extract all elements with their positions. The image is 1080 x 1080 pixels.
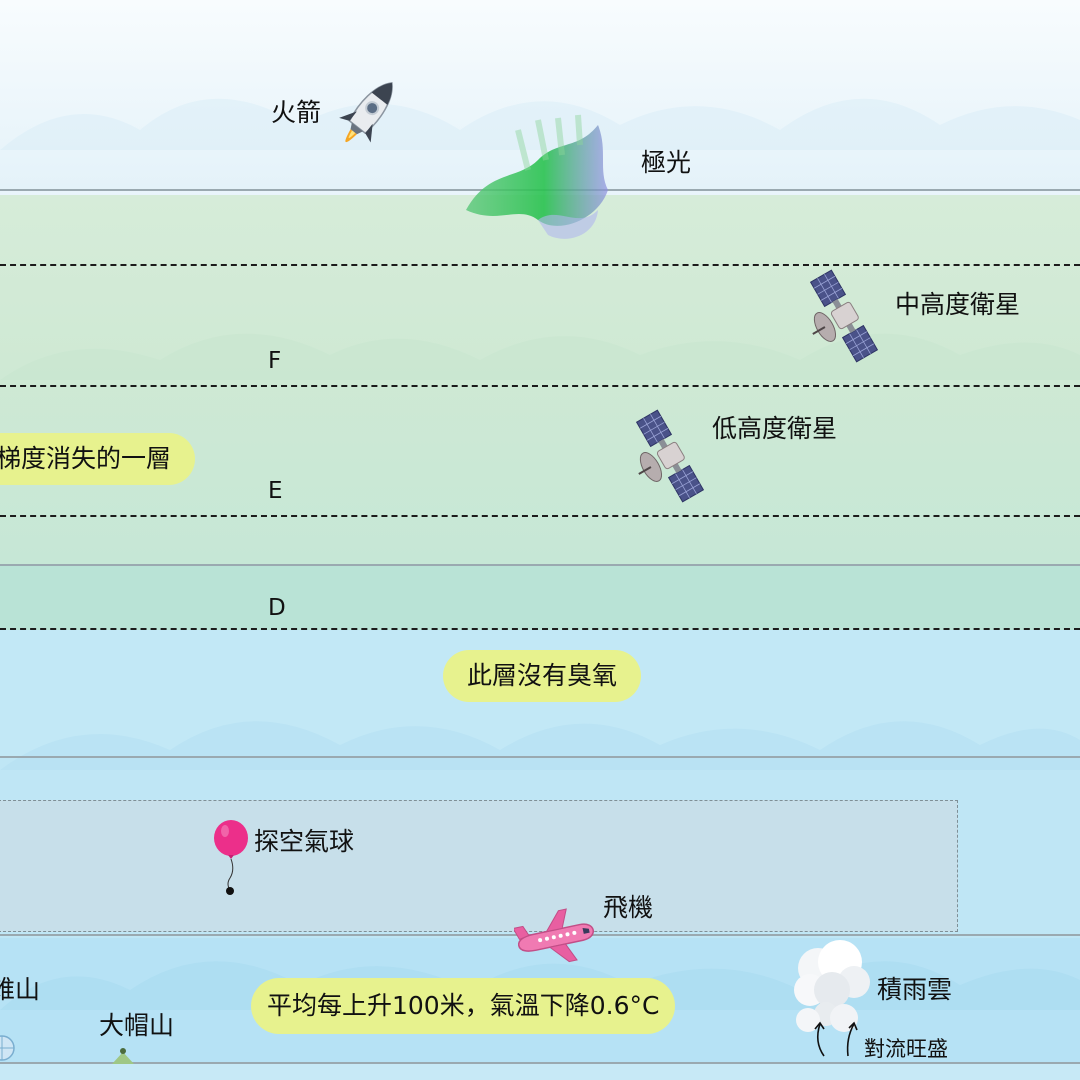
- airplane-label: 飛機: [603, 893, 654, 922]
- weather-balloon-icon: [214, 820, 248, 895]
- tai-mo-shan-label: 大帽山: [99, 1011, 175, 1040]
- cloud-wave-decoration: [0, 333, 1080, 380]
- e-d-boundary-line: [0, 515, 1080, 517]
- aurora-icon: [466, 114, 608, 239]
- ionosphere-boundary-line: [0, 264, 1080, 266]
- ground-strip: [0, 1063, 1080, 1080]
- updraft-arrow-icon: [846, 1021, 858, 1057]
- radiosonde-region-box: [0, 800, 958, 932]
- mountain-label-partial: 雉山: [0, 975, 41, 1004]
- rocket-icon: [339, 82, 393, 143]
- layer-f-label: F: [268, 348, 282, 374]
- layer-d-label: D: [268, 595, 286, 621]
- low-satellite-label: 低高度衛星: [712, 414, 838, 443]
- airplane-icon: [514, 908, 595, 963]
- d-layer-band: [0, 565, 1080, 630]
- cumulonimbus-cloud-icon: [794, 940, 870, 1032]
- rocket-label: 火箭: [271, 98, 322, 127]
- f-e-boundary-line: [0, 385, 1080, 387]
- cumulonimbus-label: 積雨雲: [877, 975, 953, 1004]
- low-satellite-icon: [635, 409, 705, 503]
- layer-e-label: E: [268, 478, 283, 504]
- ground-line: [0, 1062, 1080, 1064]
- cloud-wave-decoration: [0, 721, 1080, 770]
- convection-label: 對流旺盛: [864, 1037, 948, 1061]
- d-bottom-boundary-line: [0, 628, 1080, 630]
- ionosphere-band: [0, 195, 1080, 565]
- stratopause-line: [0, 564, 1080, 566]
- medium-satellite-icon: [809, 269, 879, 363]
- updraft-arrow-icon: [814, 1021, 825, 1057]
- weather-balloon-label: 探空氣球: [254, 827, 355, 856]
- lapse-rate-callout: 平均每上升100米，氣溫下降0.6°C: [251, 978, 676, 1034]
- tropopause-line: [0, 756, 1080, 758]
- cloud-wave-decoration: [0, 98, 1080, 150]
- weather-station-icon: [112, 1048, 134, 1064]
- gradient-disappear-callout: 梯度消失的一層: [0, 433, 196, 485]
- no-ozone-callout: 此層沒有臭氧: [443, 650, 642, 702]
- globe-icon: [0, 1035, 15, 1061]
- medium-satellite-label: 中高度衛星: [895, 290, 1021, 319]
- aurora-label: 極光: [641, 148, 692, 177]
